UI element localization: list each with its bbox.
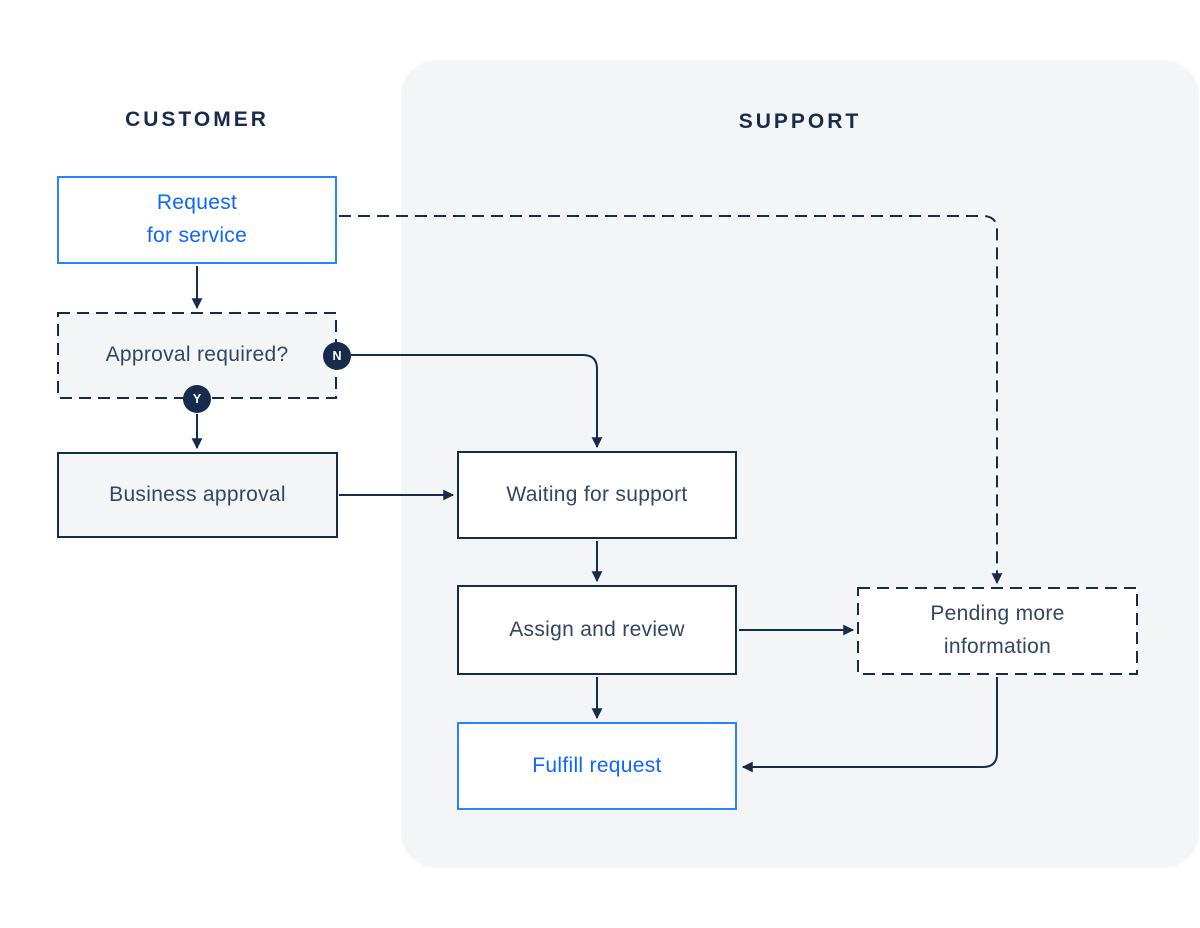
node-assign-and-review: Assign and review: [457, 585, 737, 675]
node-pending-more-information: Pending more information: [857, 587, 1138, 675]
node-business-approval: Business approval: [57, 452, 338, 538]
node-label: Assign and review: [509, 617, 685, 641]
node-label: Fulfill request: [532, 753, 662, 777]
node-label: Approval required?: [105, 343, 289, 367]
badge-yes: Y: [183, 385, 211, 413]
node-label: Pending more information: [930, 602, 1065, 658]
node-label: Waiting for support: [506, 482, 688, 506]
node-waiting-for-support: Waiting for support: [457, 451, 737, 539]
connector-no-to-waiting: [351, 354, 603, 449]
lane-heading-support: SUPPORT: [738, 110, 862, 133]
lane-heading-customer: CUSTOMER: [125, 108, 269, 131]
node-label: Request for service: [146, 191, 248, 247]
node-approval-required: Approval required?: [57, 312, 337, 399]
node-label: Business approval: [109, 482, 286, 506]
node-fulfill-request: Fulfill request: [457, 722, 737, 810]
connector-request-to-pending-dashed: [339, 215, 1003, 585]
node-request-for-service: Request for service: [57, 176, 337, 264]
pending-box-outline: [857, 587, 1138, 675]
connector-pending-to-fulfill: [741, 677, 998, 773]
badge-no: N: [323, 342, 351, 370]
